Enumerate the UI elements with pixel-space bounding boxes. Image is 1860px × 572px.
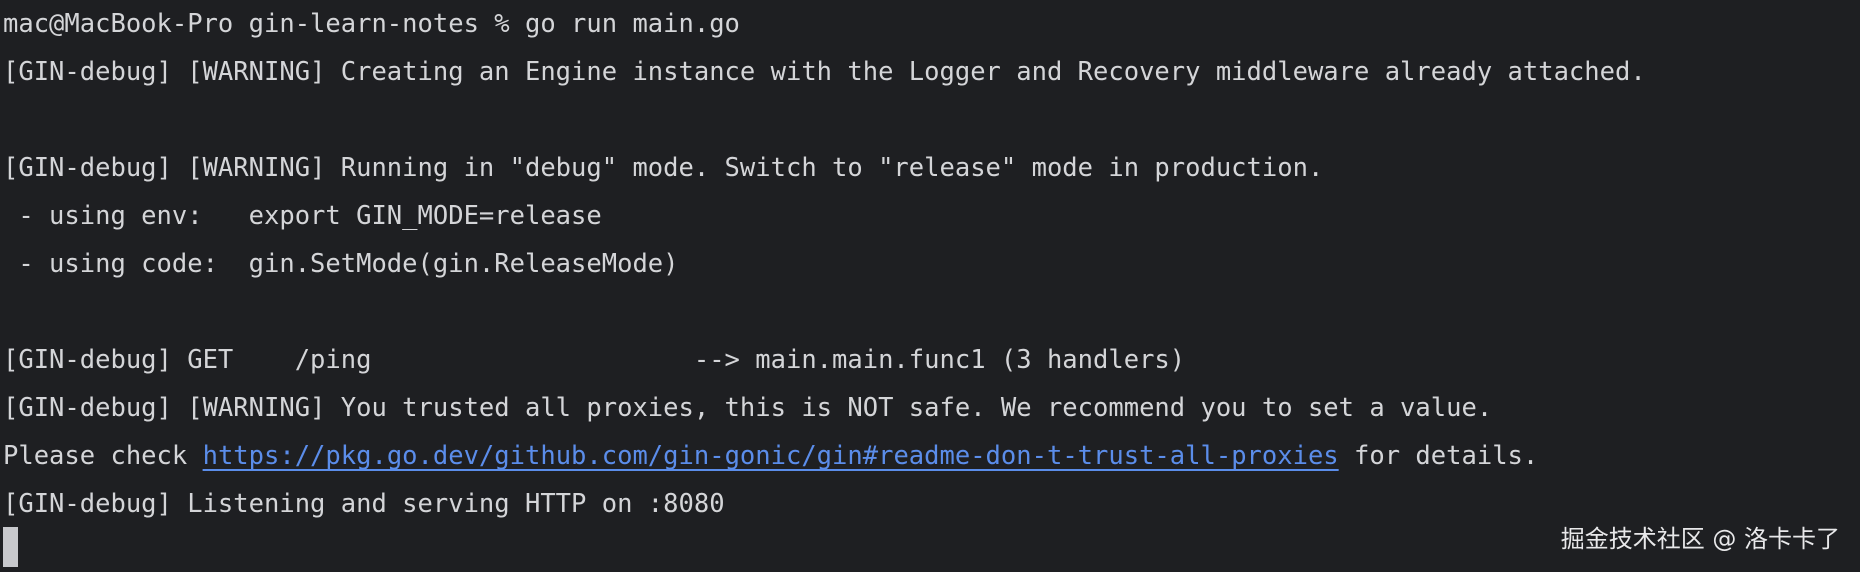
terminal-cursor <box>3 527 18 567</box>
terminal-line-warning-debug-mode: [GIN-debug] [WARNING] Running in "debug"… <box>3 153 1324 183</box>
terminal-line-please-check: Please check https://pkg.go.dev/github.c… <box>3 432 1853 480</box>
please-check-suffix: for details. <box>1338 441 1539 471</box>
terminal-line-blank <box>3 288 1853 336</box>
terminal-line-using-env: - using env: export GIN_MODE=release <box>3 201 602 231</box>
terminal-line-warning-proxies: [GIN-debug] [WARNING] You trusted all pr… <box>3 393 1493 423</box>
please-check-prefix: Please check <box>3 441 203 471</box>
proxies-docs-link[interactable]: https://pkg.go.dev/github.com/gin-gonic/… <box>202 441 1339 471</box>
terminal-line-warning-engine: [GIN-debug] [WARNING] Creating an Engine… <box>3 57 1646 87</box>
terminal-line-blank <box>3 96 1853 144</box>
watermark: 掘金技术社区 @ 洛卡卡了 <box>1560 525 1840 553</box>
terminal-line-route-get-ping: [GIN-debug] GET /ping --> main.main.func… <box>3 345 1186 375</box>
terminal-output[interactable]: mac@MacBook-Pro gin-learn-notes % go run… <box>3 0 1853 572</box>
terminal-line-using-code: - using code: gin.SetMode(gin.ReleaseMod… <box>3 249 679 279</box>
terminal-line-listening: [GIN-debug] Listening and serving HTTP o… <box>3 489 725 519</box>
terminal-line-command: mac@MacBook-Pro gin-learn-notes % go run… <box>3 9 740 39</box>
